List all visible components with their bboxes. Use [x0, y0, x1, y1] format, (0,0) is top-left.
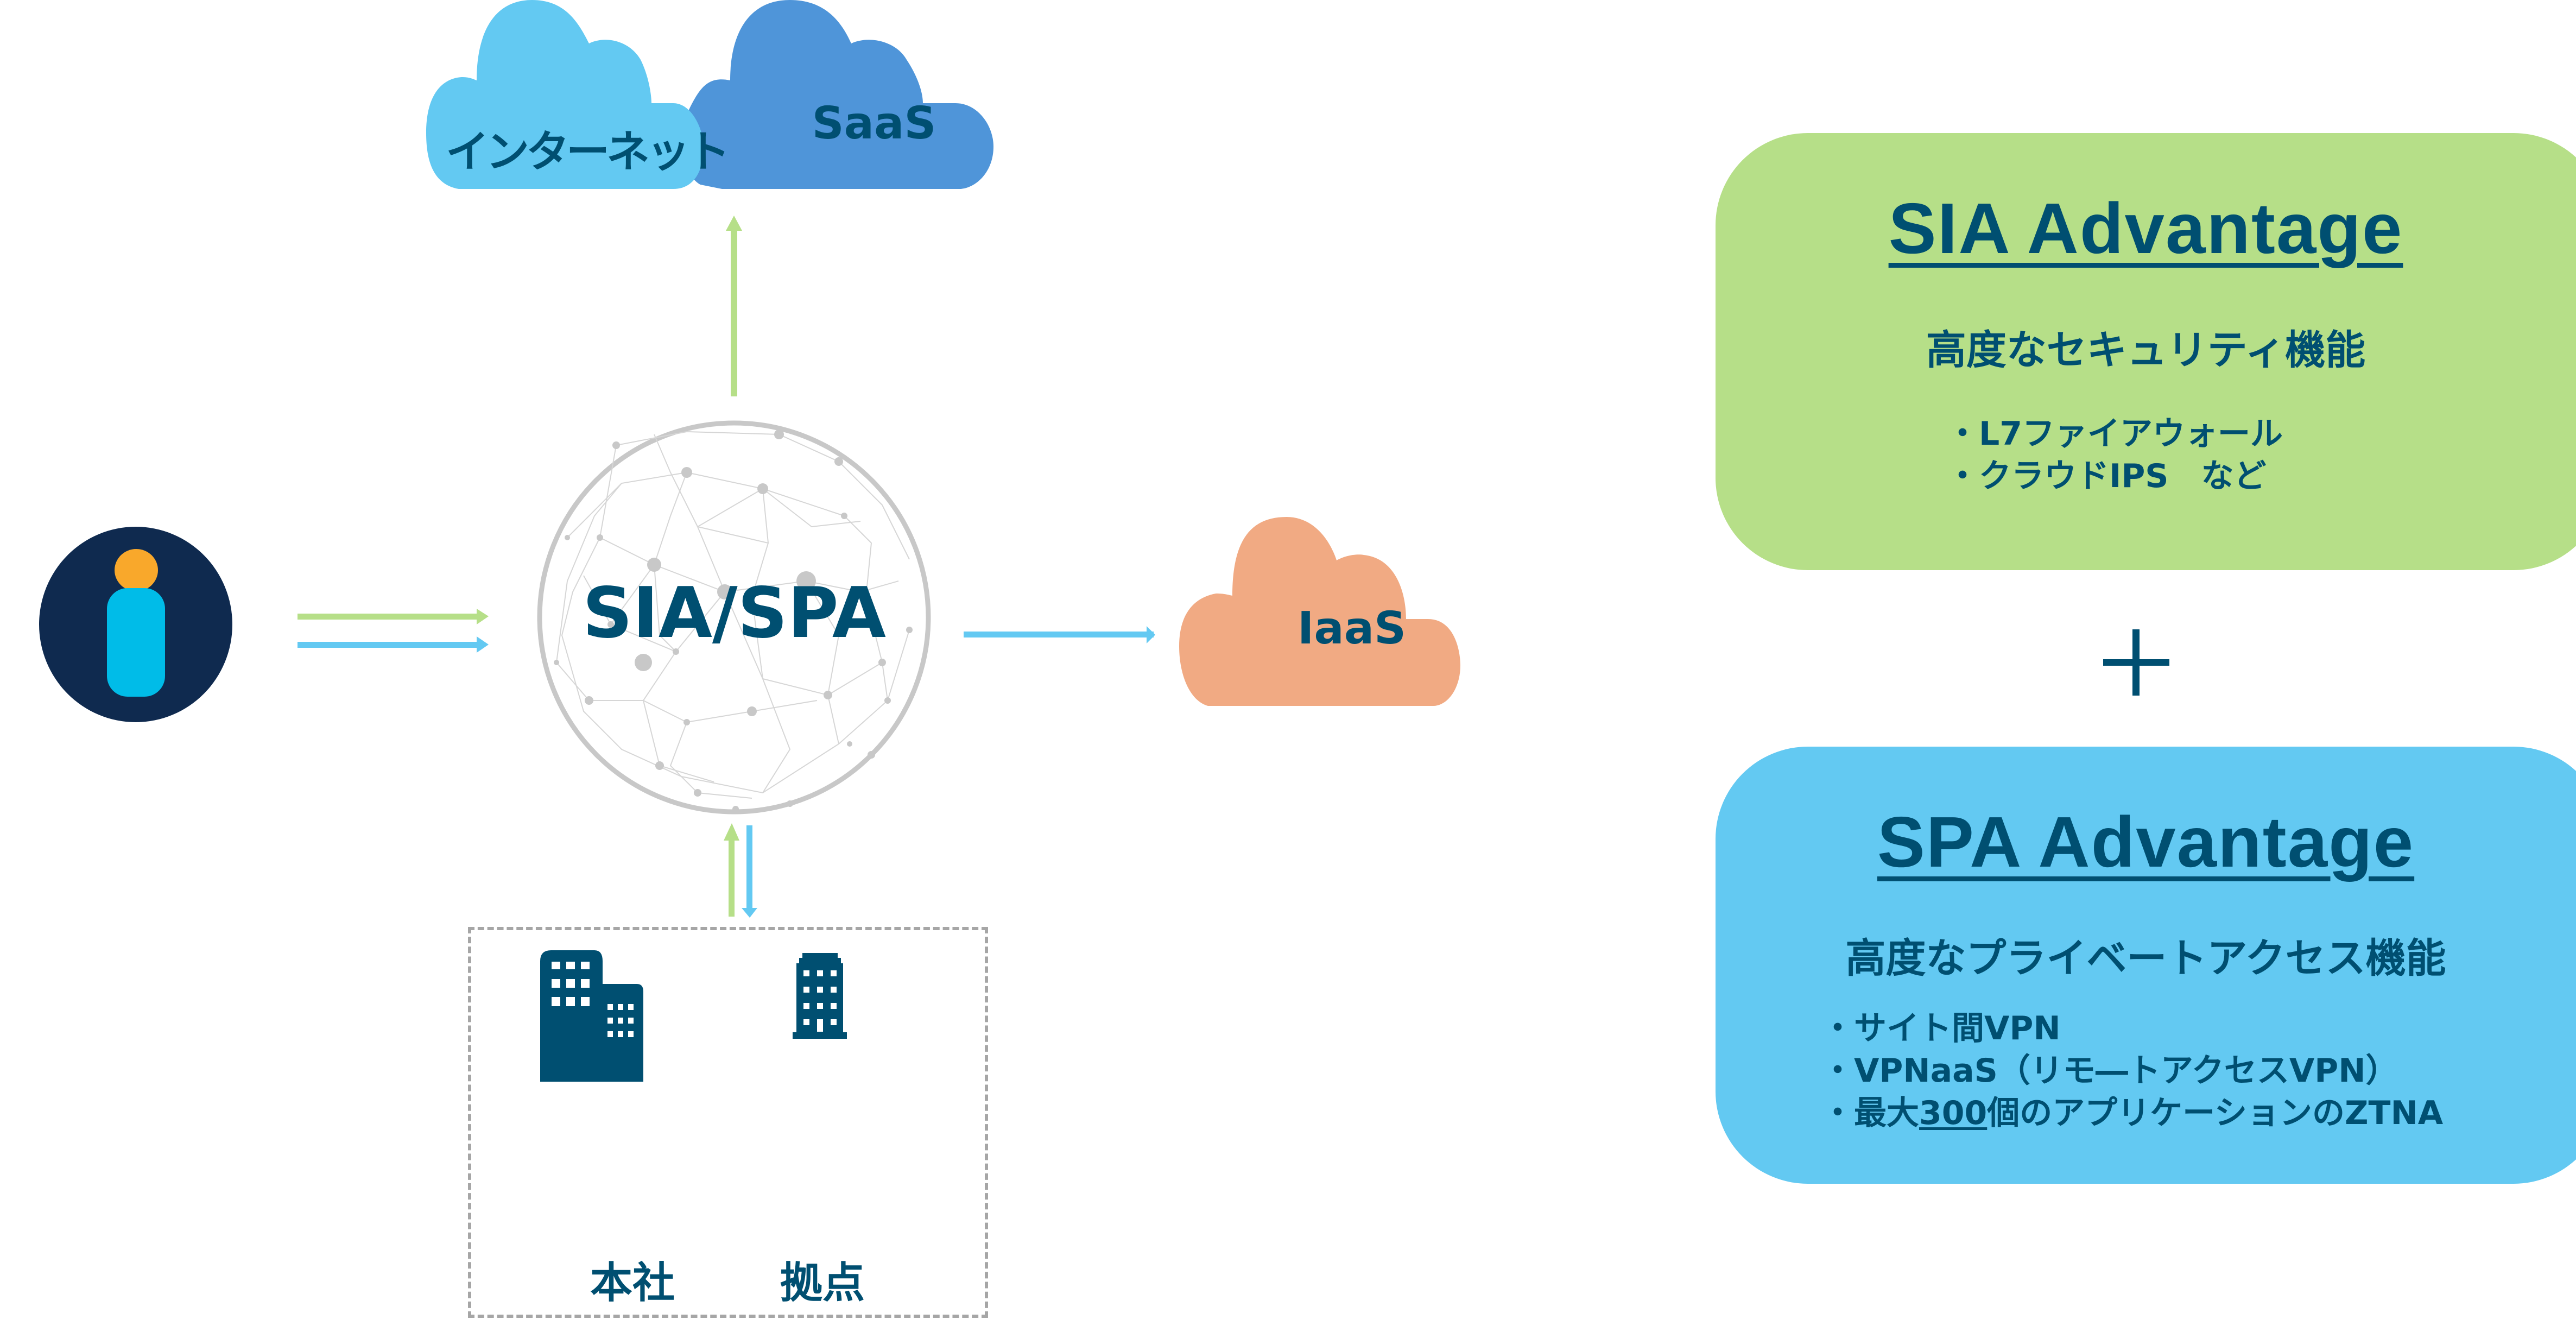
saas-cloud — [682, 0, 993, 189]
sites-group — [468, 927, 988, 1318]
spa-advantage-title: SPA Advantage — [1877, 802, 2415, 882]
hub-label: SIA/SPA — [583, 573, 886, 654]
sia-feature-item: ・クラウドIPS など — [1946, 457, 2267, 495]
headquarters-label: 本社 — [590, 1259, 675, 1308]
spa-feature-item: ・VPNaaS（リモ―トアクセスVPN） — [1821, 1052, 2398, 1090]
arrow-site-to-hub — [724, 823, 739, 917]
arrow-to-internet — [726, 216, 742, 396]
spa-feature-count: 300 — [1919, 1094, 1988, 1132]
sia-feature-list: ・L7ファイアウォール ・クラウドIPS など — [1946, 413, 2283, 497]
arrow-hub-to-iaas — [964, 626, 1155, 643]
spa-feature-item: ・サイト間VPN — [1821, 1009, 2061, 1047]
globe-network-mesh — [555, 431, 910, 799]
iaas-cloud — [1179, 517, 1460, 706]
internet-cloud — [426, 0, 704, 189]
branch-label: 拠点 — [780, 1259, 865, 1308]
spa-advantage-panel: SPA Advantage 高度なプライベートアクセス機能 ・サイト間VPN ・… — [1716, 747, 2576, 1184]
arrow-user-to-hub-green — [298, 609, 489, 624]
spa-feature-prefix: ・最大 — [1821, 1094, 1919, 1132]
branch-building-icon — [793, 953, 847, 1039]
iaas-cloud-label: IaaS — [1297, 603, 1407, 654]
sia-advantage-panel: SIA Advantage 高度なセキュリティ機能 ・L7ファイアウォール ・ク… — [1716, 133, 2576, 570]
arrow-user-to-hub-blue — [298, 636, 489, 653]
spa-feature-item: ・最大300個のアプリケーションのZTNA — [1821, 1092, 2443, 1134]
sia-advantage-subtitle: 高度なセキュリティ機能 — [1926, 327, 2366, 374]
sia-spa-globe[interactable] — [535, 418, 934, 817]
spa-feature-suffix: 個のアプリケーションのZTNA — [1987, 1094, 2444, 1132]
sia-feature-item: ・L7ファイアウォール — [1946, 415, 2283, 453]
sia-advantage-title: SIA Advantage — [1888, 188, 2403, 268]
saas-cloud-label: SaaS — [812, 98, 936, 149]
spa-advantage-subtitle: 高度なプライベートアクセス機能 — [1845, 935, 2446, 982]
spa-feature-list: ・サイト間VPN ・VPNaaS（リモ―トアクセスVPN） ・最大300個のアプ… — [1821, 1007, 2443, 1134]
internet-cloud-label: インターネット — [446, 127, 730, 177]
headquarters-building-icon — [540, 950, 643, 1082]
arrow-hub-to-site — [742, 825, 757, 918]
user-icon — [39, 527, 232, 722]
plus-icon — [2103, 629, 2169, 696]
globe-network-nodes — [554, 430, 913, 812]
